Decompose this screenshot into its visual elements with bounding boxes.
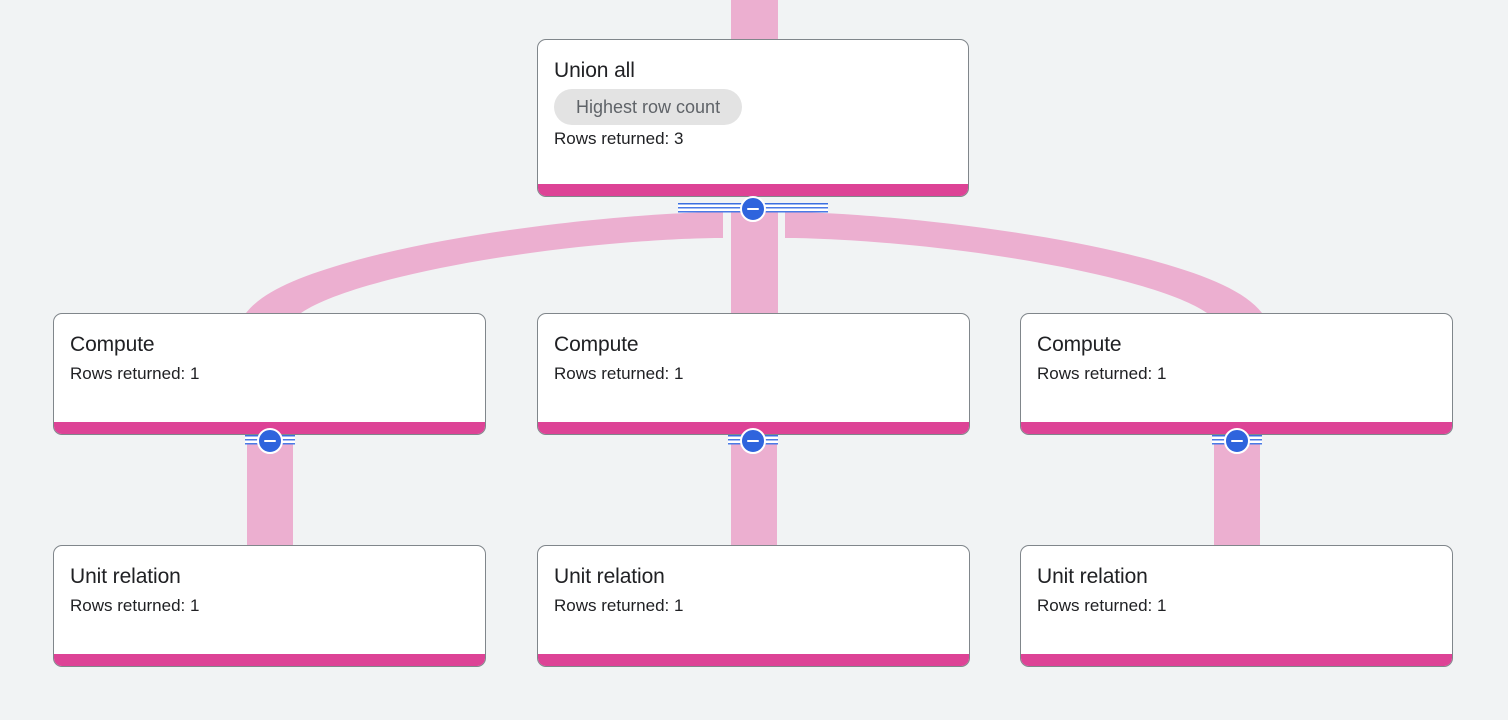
edge-union-to-compute-3 <box>785 212 1262 325</box>
node-rows-returned: Rows returned: 1 <box>1037 364 1167 383</box>
node-body: Unit relation Rows returned: 1 <box>538 546 969 654</box>
node-body: Union all Highest row count Rows returne… <box>538 40 968 184</box>
minus-icon <box>264 439 276 443</box>
edge-compute-2-to-unit-2 <box>731 443 777 545</box>
node-title: Compute <box>1037 333 1122 356</box>
unit-relation-node-3[interactable]: Unit relation Rows returned: 1 <box>1020 545 1453 667</box>
node-title: Unit relation <box>70 565 181 588</box>
edge-union-to-compute-1 <box>246 212 723 325</box>
edge-compute-1-to-unit-1 <box>247 443 293 545</box>
minus-icon <box>1231 439 1243 443</box>
minus-icon <box>747 207 759 211</box>
node-badge-row: Highest row count <box>554 89 952 125</box>
node-accent-bar <box>538 184 968 196</box>
compute-node-2[interactable]: Compute Rows returned: 1 <box>537 313 970 435</box>
collapse-button-compute-1[interactable] <box>257 428 283 454</box>
compute-node-3[interactable]: Compute Rows returned: 1 <box>1020 313 1453 435</box>
minus-icon <box>747 439 759 443</box>
collapse-button-union-all[interactable] <box>740 196 766 222</box>
node-rows-returned: Rows returned: 1 <box>1037 596 1167 615</box>
highest-row-count-badge: Highest row count <box>554 89 743 125</box>
node-rows-returned: Rows returned: 1 <box>554 596 684 615</box>
node-rows-returned: Rows returned: 3 <box>554 129 684 148</box>
node-body: Compute Rows returned: 1 <box>54 314 485 422</box>
edge-compute-3-to-unit-3 <box>1214 443 1260 545</box>
node-title: Compute <box>554 333 639 356</box>
compute-node-1[interactable]: Compute Rows returned: 1 <box>53 313 486 435</box>
node-title: Unit relation <box>1037 565 1148 588</box>
node-body: Unit relation Rows returned: 1 <box>1021 546 1452 654</box>
node-accent-bar <box>54 654 485 666</box>
unit-relation-node-2[interactable]: Unit relation Rows returned: 1 <box>537 545 970 667</box>
node-body: Compute Rows returned: 1 <box>538 314 969 422</box>
collapse-button-compute-2[interactable] <box>740 428 766 454</box>
node-rows-returned: Rows returned: 1 <box>70 364 200 383</box>
node-title: Compute <box>70 333 155 356</box>
node-body: Compute Rows returned: 1 <box>1021 314 1452 422</box>
node-accent-bar <box>538 654 969 666</box>
node-title: Unit relation <box>554 565 665 588</box>
union-all-node[interactable]: Union all Highest row count Rows returne… <box>537 39 969 197</box>
edge-union-to-compute-2 <box>731 209 778 326</box>
unit-relation-node-1[interactable]: Unit relation Rows returned: 1 <box>53 545 486 667</box>
edge-incoming-top <box>731 0 778 39</box>
node-title: Union all <box>554 59 635 82</box>
node-accent-bar <box>1021 654 1452 666</box>
node-rows-returned: Rows returned: 1 <box>70 596 200 615</box>
node-rows-returned: Rows returned: 1 <box>554 364 684 383</box>
node-body: Unit relation Rows returned: 1 <box>54 546 485 654</box>
collapse-button-compute-3[interactable] <box>1224 428 1250 454</box>
